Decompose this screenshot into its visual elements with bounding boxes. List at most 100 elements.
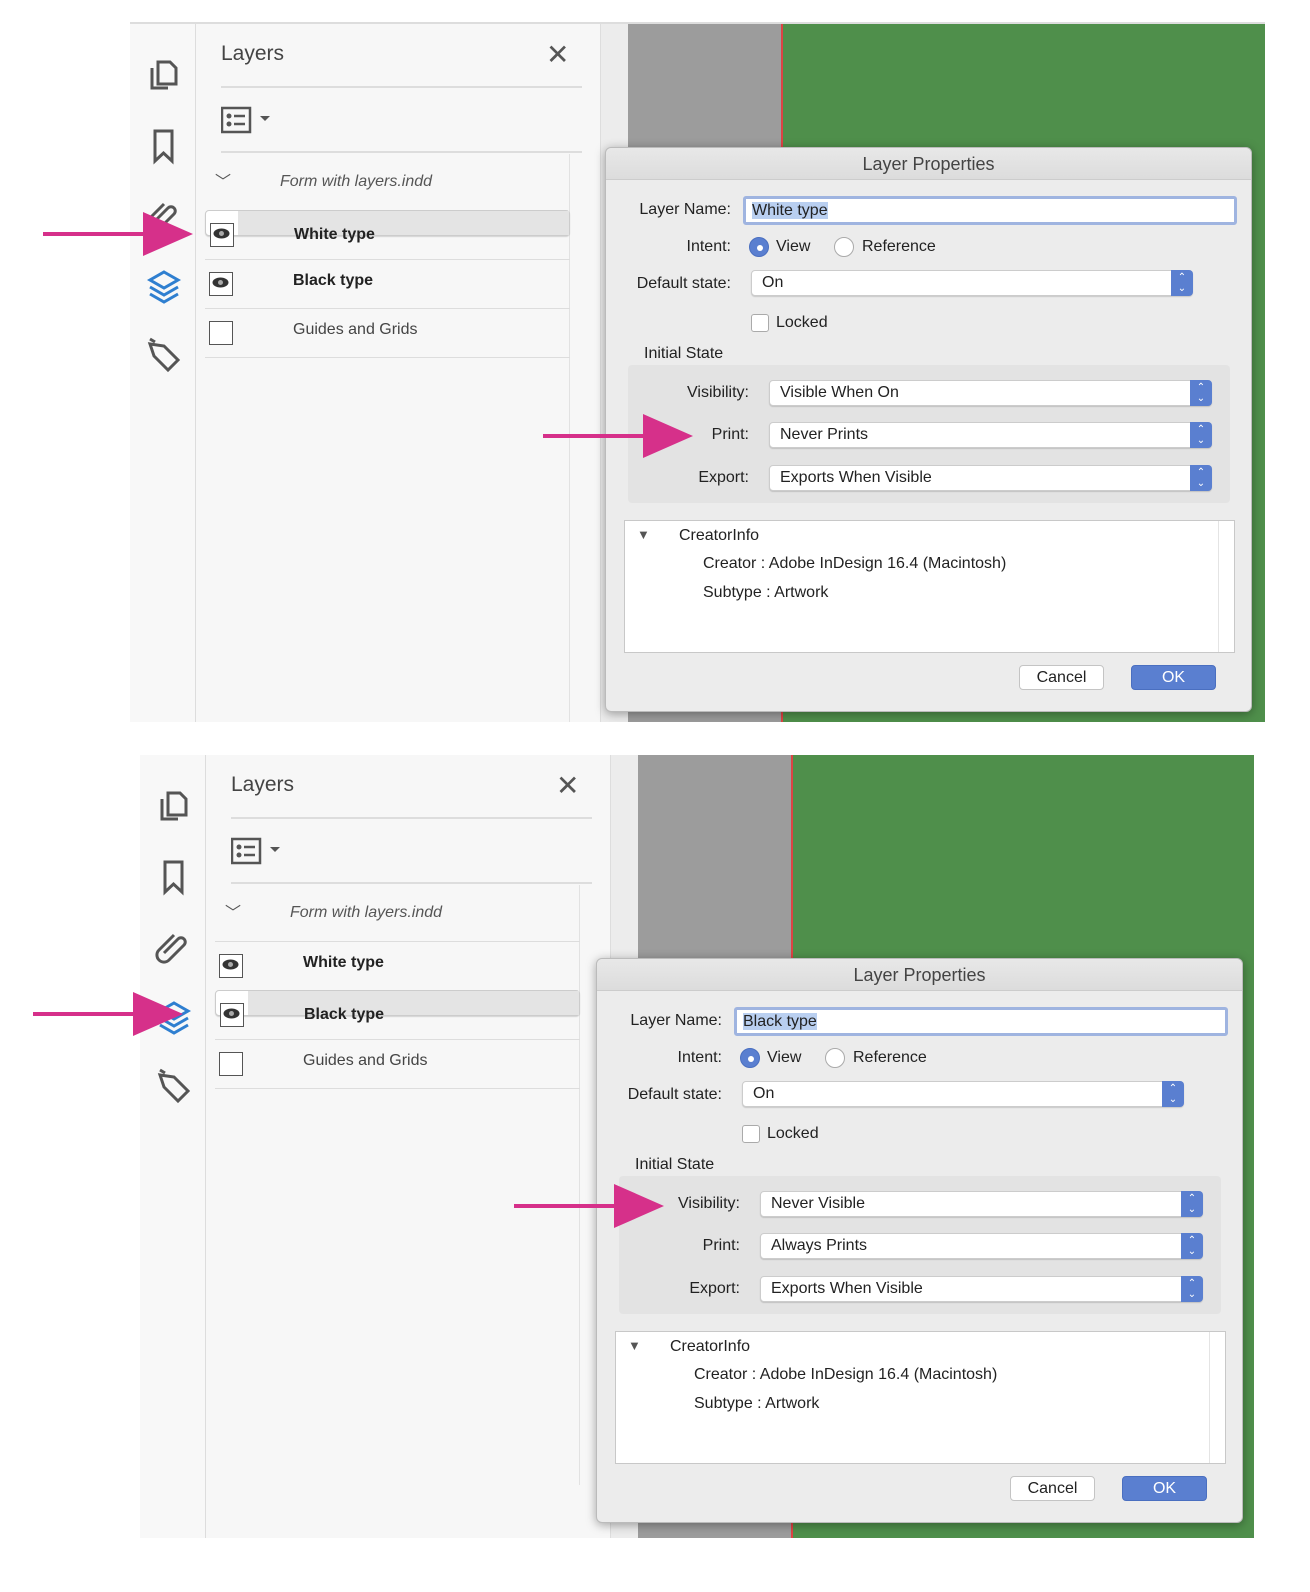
select-value: Exports When Visible (780, 469, 932, 486)
tree-label: CreatorInfo (670, 1338, 751, 1355)
select-value: Always Prints (771, 1237, 868, 1254)
visibility-toggle[interactable] (219, 1052, 243, 1076)
label: Locked (767, 1125, 819, 1142)
bookmark-icon[interactable] (144, 126, 184, 166)
options-menu-icon[interactable] (231, 837, 287, 867)
locked-checkbox[interactable] (751, 314, 769, 332)
layers-icon[interactable] (144, 267, 184, 307)
intent-view-radio[interactable] (740, 1048, 760, 1068)
layer-row[interactable]: White type (215, 941, 580, 990)
cancel-button[interactable]: Cancel (1019, 665, 1104, 690)
scrollbar[interactable] (1218, 521, 1234, 652)
layer-name: Guides and Grids (303, 1052, 428, 1069)
divider (221, 151, 582, 153)
screenshot-panel: Layers ✕ ﹀Form with layers.indd White ty… (140, 755, 1254, 1538)
dialog-title: Layer Properties (597, 959, 1242, 991)
creator-info-box: ▼ CreatorInfo Creator : Adobe InDesign 1… (615, 1331, 1226, 1464)
layer-row[interactable]: Black type (205, 259, 570, 308)
document-name: Form with layers.indd (280, 173, 433, 190)
print-select[interactable]: Never Prints⌃⌄ (769, 422, 1212, 448)
visibility-toggle[interactable] (220, 1003, 244, 1027)
layer-name: Black type (304, 1006, 385, 1023)
label: Default state: (627, 1086, 722, 1103)
chevron-down-icon[interactable]: ﹀ (215, 174, 232, 191)
close-icon[interactable]: ✕ (546, 39, 570, 70)
creator-value: Creator : Adobe InDesign 16.4 (Macintosh… (703, 555, 1007, 572)
tag-icon[interactable] (154, 1067, 194, 1107)
stepper-icon: ⌃⌄ (1190, 422, 1212, 448)
select-value: On (753, 1085, 775, 1102)
document-name: Form with layers.indd (290, 904, 443, 921)
export-select[interactable]: Exports When Visible ⌃⌄ (769, 465, 1212, 491)
label: Reference (853, 1049, 927, 1066)
layer-properties-dialog: Layer Properties Layer Name: Black type … (596, 958, 1243, 1523)
label: Intent: (677, 1049, 722, 1066)
layers-panel: Layers ✕ ﹀Form with layers.indd White ty… (206, 755, 610, 1538)
intent-view-radio[interactable] (749, 237, 769, 257)
layers-panel: Layers ✕ ﹀Form with layers.indd White ty… (196, 24, 600, 722)
cancel-button[interactable]: Cancel (1010, 1476, 1095, 1501)
default-state-select[interactable]: On⌃⌄ (751, 270, 1193, 296)
label: Reference (862, 238, 936, 255)
visibility-select[interactable]: Never Visible ⌃⌄ (760, 1191, 1203, 1217)
tool-strip (130, 24, 196, 722)
tag-icon[interactable] (144, 336, 184, 376)
locked-checkbox[interactable] (742, 1125, 760, 1143)
select-value: Visible When On (780, 384, 899, 401)
layer-row[interactable]: Black type (215, 990, 580, 1027)
input-value: Black type (743, 1013, 817, 1030)
layer-tree: ﹀ Form with layers.indd White type Black … (215, 885, 580, 1485)
scrollbar[interactable] (1209, 1332, 1225, 1463)
divider (215, 1088, 580, 1089)
visibility-toggle[interactable] (219, 954, 243, 978)
layer-name: White type (303, 954, 384, 971)
select-value: Never Visible (771, 1195, 865, 1212)
stepper-icon: ⌃⌄ (1181, 1233, 1203, 1259)
print-label: Print: (711, 426, 749, 443)
tree-root[interactable]: ﹀ Form with layers.indd (205, 154, 570, 210)
layer-name-input[interactable]: Black type (734, 1007, 1228, 1036)
row-highlight (238, 211, 569, 235)
ok-button[interactable]: OK (1122, 1476, 1207, 1501)
pages-icon[interactable] (154, 787, 194, 827)
export-label: Export: (689, 1280, 740, 1297)
stepper-icon: ⌃⌄ (1190, 465, 1212, 491)
ok-button[interactable]: OK (1131, 665, 1216, 690)
pointer-arrow-icon (43, 212, 193, 256)
chevron-down-icon[interactable]: ﹀ (225, 905, 242, 922)
label: Locked (776, 314, 828, 331)
stepper-icon: ⌃⌄ (1171, 270, 1193, 296)
stepper-icon: ⌃⌄ (1162, 1081, 1184, 1107)
layer-row[interactable]: White type (205, 210, 570, 247)
export-select[interactable]: Exports When Visible ⌃⌄ (760, 1276, 1203, 1302)
tree-root[interactable]: ﹀ Form with layers.indd (215, 885, 580, 941)
stepper-icon: ⌃⌄ (1181, 1191, 1203, 1217)
layer-properties-dialog: Layer Properties Layer Name: White type … (605, 147, 1252, 712)
disclosure-triangle-icon[interactable]: ▼ (637, 527, 650, 542)
visibility-select[interactable]: Visible When On⌃⌄ (769, 380, 1212, 406)
visibility-toggle[interactable] (209, 272, 233, 296)
options-menu-icon[interactable] (221, 106, 277, 136)
divider (205, 357, 570, 358)
layer-row[interactable]: Guides and Grids (215, 1039, 580, 1088)
intent-reference-radio[interactable] (834, 237, 854, 257)
close-icon[interactable]: ✕ (556, 770, 580, 801)
layer-name: White type (294, 226, 375, 243)
bookmark-icon[interactable] (154, 857, 194, 897)
divider (221, 86, 582, 88)
intent-reference-radio[interactable] (825, 1048, 845, 1068)
layer-row[interactable]: Guides and Grids (205, 308, 570, 357)
paperclip-icon[interactable] (154, 925, 194, 965)
label: Layer Name: (639, 201, 731, 218)
divider (231, 882, 592, 884)
default-state-select[interactable]: On ⌃⌄ (742, 1081, 1184, 1107)
select-value: Exports When Visible (771, 1280, 923, 1297)
stepper-icon: ⌃⌄ (1181, 1276, 1203, 1302)
layer-name-input[interactable]: White type (743, 196, 1237, 225)
label: Layer Name: (630, 1012, 722, 1029)
pages-icon[interactable] (144, 56, 184, 96)
disclosure-triangle-icon[interactable]: ▼ (628, 1338, 641, 1353)
visibility-toggle[interactable] (209, 321, 233, 345)
visibility-toggle[interactable] (210, 223, 234, 247)
print-select[interactable]: Always Prints ⌃⌄ (760, 1233, 1203, 1259)
